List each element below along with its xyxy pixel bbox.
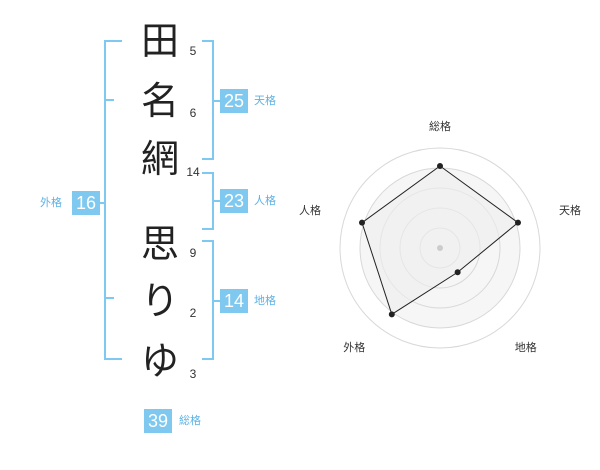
name-char-5: り [140,279,179,323]
radar-point-3 [454,269,461,276]
radar-point-1 [437,163,443,169]
gaikaku-value-badge: 16 [72,191,100,215]
chikaku-value-badge: 14 [220,289,248,313]
chikaku-bracket-bottom [202,358,214,360]
stroke-count-6: 3 [189,367,197,381]
tenkaku-value-badge: 25 [220,89,248,113]
radar-point-2 [514,219,521,226]
gaikaku-bracket-connector [98,202,104,204]
gaikaku-bracket-top [104,40,122,42]
soukaku-value-badge: 39 [144,409,172,433]
radar-point-4 [388,311,395,318]
radar-ring-5 [339,147,541,349]
radar-ring-4 [359,167,521,329]
name-char-3: 網 [140,137,179,181]
jinkaku-label: 人格 [254,194,276,207]
jinkaku-value-badge: 23 [220,189,248,213]
name-char-6: ゆ [140,339,179,383]
radar-axis-label-2: 天格 [559,204,582,218]
tenkaku-bracket-bottom [202,158,214,160]
radar-axis-label-5: 人格 [298,204,321,218]
name-char-4: 思 [140,222,179,266]
gaikaku-label: 外格 [40,196,62,209]
radar-ring-2 [399,207,481,289]
radar-axis-label-1: 総格 [429,120,451,133]
radar-axis-label-3: 地格 [514,340,537,354]
gaikaku-bracket-tick-1 [104,99,114,101]
stroke-count-4: 9 [189,246,197,260]
stroke-count-2: 6 [189,106,197,120]
radar-point-5 [359,219,366,226]
chikaku-bracket-top [202,240,214,242]
radar-ring-1 [419,227,461,269]
stroke-count-1: 5 [189,44,197,58]
chikaku-bracket-connector [212,300,220,302]
radar-axis-label-4: 外格 [343,340,366,354]
tenkaku-bracket-connector [212,100,220,102]
name-char-2: 名 [140,79,179,123]
tenkaku-label: 天格 [254,94,276,107]
radar-center-dot [437,245,443,251]
chikaku-label: 地格 [254,294,276,307]
gaikaku-bracket-vertical [104,40,106,360]
radar-series-polygon [361,165,519,316]
radar-ring-3 [379,187,501,309]
tenkaku-bracket-top [202,40,214,42]
gaikaku-bracket-tick-2 [104,297,114,299]
soukaku-label: 総格 [179,414,201,427]
stroke-count-3: 14 [186,165,200,179]
jinkaku-bracket-bottom [202,228,214,230]
stroke-count-5: 2 [189,306,197,320]
gaikaku-bracket-bottom [104,358,122,360]
jinkaku-bracket-connector [212,200,220,202]
jinkaku-bracket-top [202,172,214,174]
name-char-1: 田 [140,19,179,63]
